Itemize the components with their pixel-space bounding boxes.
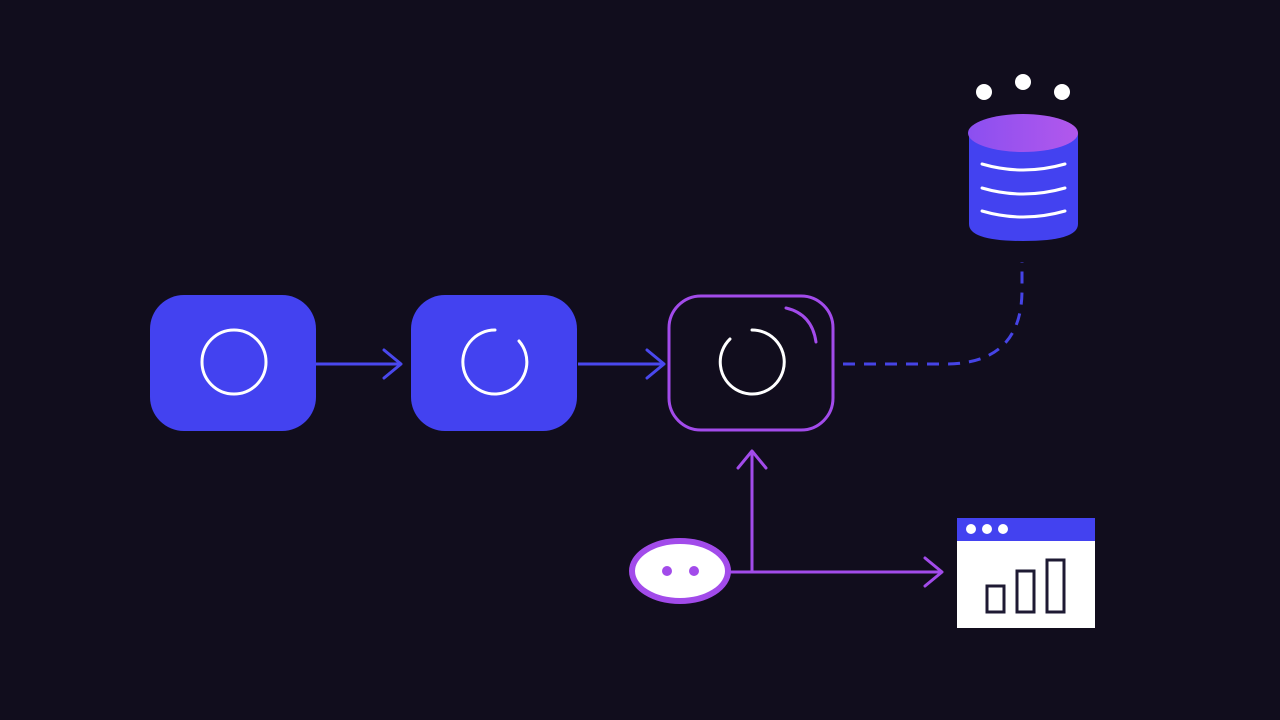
chat-bubble-icon xyxy=(629,538,731,604)
arrow-chat-to-dashboard xyxy=(730,556,944,588)
database-icon xyxy=(968,114,1078,241)
progress-arc-icon xyxy=(784,306,818,344)
dashboard-bar xyxy=(985,584,1006,614)
arrow-chat-to-step3 xyxy=(736,449,768,572)
typing-dot xyxy=(689,566,699,576)
step-node-3[interactable] xyxy=(667,294,835,432)
loading-ring-icon xyxy=(718,328,786,396)
window-titlebar xyxy=(957,518,1095,541)
typing-dot xyxy=(662,566,672,576)
step-node-2[interactable] xyxy=(411,295,577,431)
dashed-connector-to-database xyxy=(843,262,1024,366)
dashboard-bar xyxy=(1015,569,1036,614)
window-controls-icon xyxy=(966,524,1008,534)
arrow-step2-to-step3 xyxy=(578,348,666,380)
dashboard-bar xyxy=(1045,558,1066,614)
step-node-1[interactable] xyxy=(150,295,316,431)
database[interactable] xyxy=(968,74,1078,241)
chat-bubble[interactable] xyxy=(629,538,731,604)
bar-chart-window-icon xyxy=(985,558,1066,614)
ring-icon xyxy=(200,328,268,396)
arrow-step1-to-step2 xyxy=(316,348,403,380)
dashboard-window[interactable] xyxy=(957,518,1095,628)
loading-dots-icon xyxy=(976,74,1070,100)
ring-partial-icon xyxy=(461,328,529,396)
